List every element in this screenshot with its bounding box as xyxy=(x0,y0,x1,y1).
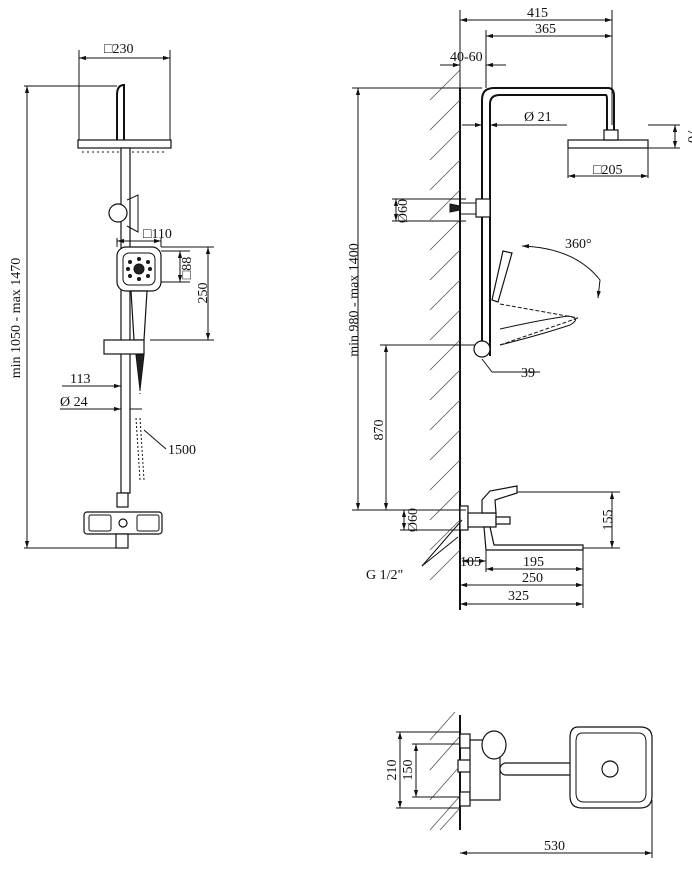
side-spout xyxy=(483,526,584,551)
shower-hose xyxy=(135,417,145,481)
side-view: 415 365 40-60 Ø 21 70 □205 Ø60 xyxy=(347,6,692,610)
head-size-label: □230 xyxy=(104,42,133,57)
side-slider xyxy=(473,340,491,358)
side-mixer-body xyxy=(467,512,497,528)
bracket-diameter-label: Ø60 xyxy=(396,199,411,223)
handshower-length-label: 250 xyxy=(196,283,211,304)
depth-150-label: 150 xyxy=(401,760,416,781)
arm-diameter-label: Ø 21 xyxy=(524,110,552,125)
side-shower-arm xyxy=(481,87,615,356)
rotation-label: 360° xyxy=(565,237,592,252)
side-mixer-lever xyxy=(481,485,518,514)
hose-length-label: 1500 xyxy=(168,443,196,458)
slider-offset-label: 113 xyxy=(70,372,90,387)
mixer-to-slider-label: 870 xyxy=(372,420,387,441)
hand-shower-handle xyxy=(130,290,148,341)
side-hand-shower-rotated xyxy=(499,315,576,346)
bar-diameter-label: Ø 24 xyxy=(60,395,88,410)
spout-195-label: 195 xyxy=(523,555,544,570)
front-view: □230 □110 □88 250 xyxy=(9,42,214,549)
wall-gap-label: 40-60 xyxy=(450,50,483,65)
front-height-label: min 1050 - max 1470 xyxy=(9,258,24,379)
mixer-spout xyxy=(115,533,129,549)
top-mixer-lever xyxy=(481,730,507,760)
top-view: 210 150 530 xyxy=(385,711,653,858)
shower-arm xyxy=(116,83,125,140)
spout-height-label: 155 xyxy=(601,510,616,531)
top-wall-hatching xyxy=(429,711,461,831)
hand-shower-nozzles xyxy=(126,257,152,281)
side-height-label: min 980 - max 1400 xyxy=(347,243,362,357)
side-shower-head xyxy=(567,139,649,149)
handshower-size-label: □110 xyxy=(143,227,172,242)
upper-bracket xyxy=(475,198,491,218)
side-hand-shower xyxy=(491,250,513,303)
head-thickness-label: 70 xyxy=(684,129,692,143)
handshower-depth-label: □88 xyxy=(180,257,195,279)
spout-325-label: 325 xyxy=(508,589,529,604)
mixer-flange-label: Ø60 xyxy=(406,508,421,532)
spout-105-label: 105 xyxy=(460,555,481,570)
length-530-label: 530 xyxy=(544,839,565,854)
depth-210-label: 210 xyxy=(385,760,400,781)
handshower-offset-label: 39 xyxy=(521,366,535,381)
diverter-knob xyxy=(108,203,128,223)
connection-label: G 1/2" xyxy=(366,568,403,583)
rotation-arc xyxy=(521,244,601,299)
overall-width-label: 415 xyxy=(527,6,548,21)
spout-250-label: 250 xyxy=(522,571,543,586)
side-head-size-label: □205 xyxy=(593,163,622,178)
shower-head xyxy=(77,139,172,149)
arm-length-label: 365 xyxy=(535,22,556,37)
slider-holder xyxy=(103,339,145,355)
wall-hatching xyxy=(429,69,461,581)
